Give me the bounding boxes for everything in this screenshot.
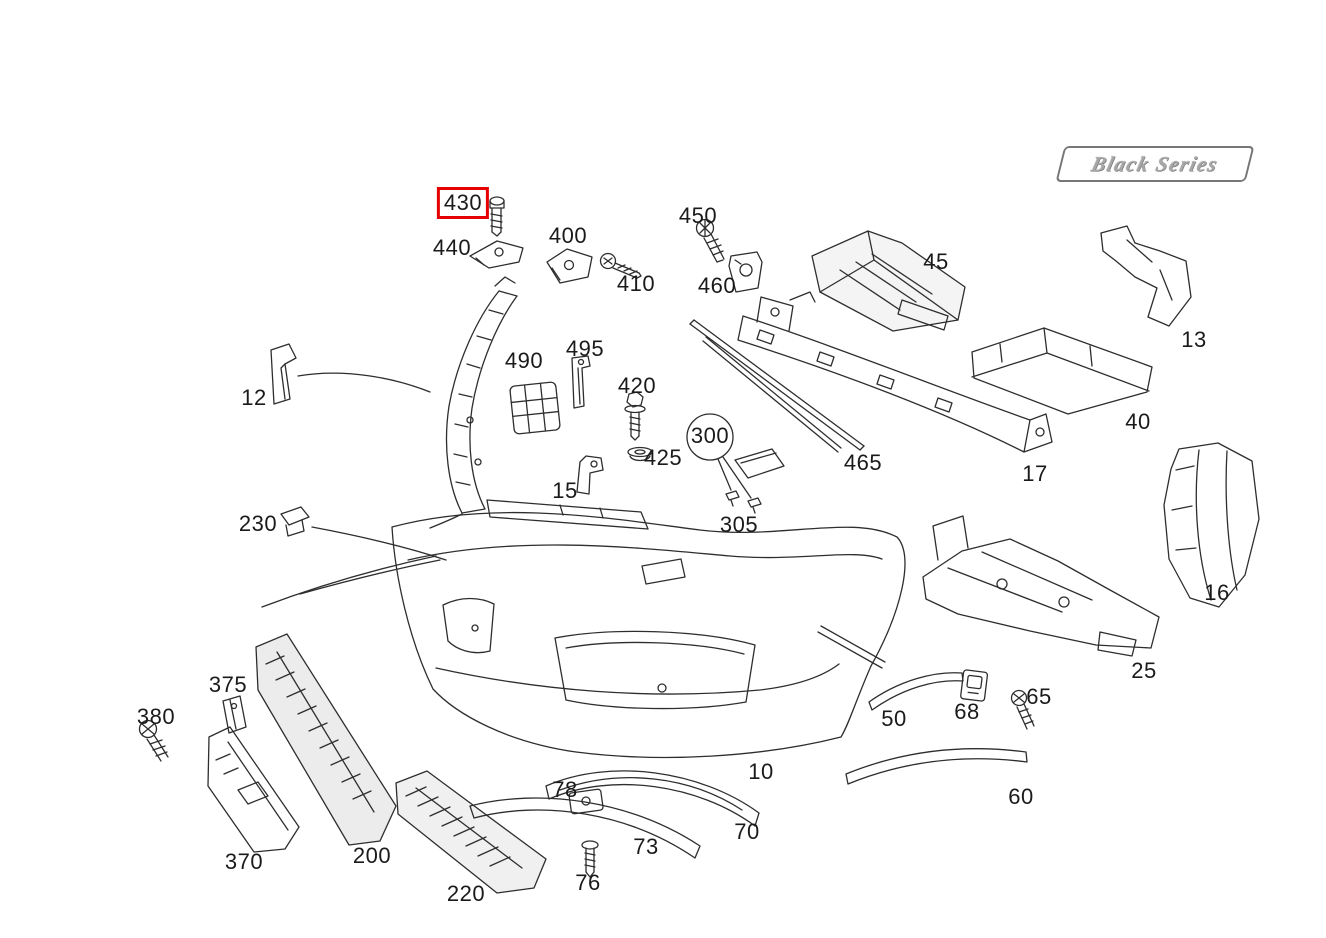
part-label-45[interactable]: 45 xyxy=(923,249,949,274)
part-40-absorber-drawing xyxy=(971,327,1153,415)
part-15-bracket-drawing xyxy=(576,455,604,495)
part-label-300[interactable]: 300 xyxy=(690,423,730,448)
part-430-screw-drawing xyxy=(489,196,505,237)
part-label-25[interactable]: 25 xyxy=(1131,658,1157,683)
part-label-220[interactable]: 220 xyxy=(446,881,486,906)
part-60-strip-drawing xyxy=(845,748,1028,785)
part-13-bracket-drawing xyxy=(1100,225,1192,327)
part-460-plate-drawing xyxy=(728,251,763,293)
part-465-rod-drawing xyxy=(689,319,865,453)
part-label-17[interactable]: 17 xyxy=(1022,461,1048,486)
part-380-screw-drawing xyxy=(138,719,169,762)
part-label-465[interactable]: 465 xyxy=(843,450,883,475)
part-65-screw-drawing xyxy=(1010,689,1035,730)
part-label-10[interactable]: 10 xyxy=(748,759,774,784)
part-label-460[interactable]: 460 xyxy=(697,273,737,298)
part-label-380[interactable]: 380 xyxy=(136,704,176,729)
part-label-13[interactable]: 13 xyxy=(1181,327,1207,352)
part-10-bumper-cover-drawing xyxy=(391,511,906,759)
part-label-400[interactable]: 400 xyxy=(548,223,588,248)
part-490-module-drawing xyxy=(509,381,561,435)
part-400-bracket-drawing xyxy=(546,248,593,284)
bumper-center-frame-drawing xyxy=(445,276,649,530)
part-410-screw-drawing xyxy=(599,252,642,279)
part-label-73[interactable]: 73 xyxy=(633,834,659,859)
part-12-bracket-drawing xyxy=(270,343,431,405)
part-78-bracket-drawing xyxy=(568,788,604,815)
part-label-440[interactable]: 440 xyxy=(432,235,472,260)
part-label-450[interactable]: 450 xyxy=(678,203,718,228)
part-label-15[interactable]: 15 xyxy=(552,478,578,503)
part-label-375[interactable]: 375 xyxy=(208,672,248,697)
part-label-65[interactable]: 65 xyxy=(1026,684,1052,709)
part-label-370[interactable]: 370 xyxy=(224,849,264,874)
part-label-410[interactable]: 410 xyxy=(616,271,656,296)
part-17-crossmember-drawing xyxy=(737,291,1053,453)
part-label-200[interactable]: 200 xyxy=(352,843,392,868)
part-label-68[interactable]: 68 xyxy=(954,699,980,724)
part-425-grommet-drawing xyxy=(627,446,653,462)
part-370-trim-drawing xyxy=(207,726,300,853)
part-label-50[interactable]: 50 xyxy=(881,706,907,731)
part-label-305[interactable]: 305 xyxy=(719,512,759,537)
part-label-490[interactable]: 490 xyxy=(504,348,544,373)
part-label-420[interactable]: 420 xyxy=(617,373,657,398)
part-16-side-bracket-drawing xyxy=(1163,442,1260,608)
part-label-70[interactable]: 70 xyxy=(734,819,760,844)
part-200-trim-drawing xyxy=(255,555,441,846)
part-375-bracket-drawing xyxy=(222,695,247,734)
part-label-76[interactable]: 76 xyxy=(575,870,601,895)
part-label-425[interactable]: 425 xyxy=(643,445,683,470)
part-25-bracket-drawing xyxy=(922,515,1160,657)
part-450-screw-drawing xyxy=(695,218,725,263)
part-label-60[interactable]: 60 xyxy=(1008,784,1034,809)
part-73-lip-drawing xyxy=(469,797,701,859)
part-label-430[interactable]: 430 xyxy=(436,187,490,219)
part-68-clip-drawing xyxy=(960,669,989,702)
part-440-bracket-drawing xyxy=(469,240,524,269)
part-label-12[interactable]: 12 xyxy=(241,385,267,410)
part-label-495[interactable]: 495 xyxy=(565,336,605,361)
part-label-40[interactable]: 40 xyxy=(1125,409,1151,434)
part-495-strip-drawing xyxy=(571,355,591,409)
part-420-screw-drawing xyxy=(624,391,646,441)
part-label-230[interactable]: 230 xyxy=(238,511,278,536)
part-76-screw-drawing xyxy=(581,840,599,878)
part-45-duct-drawing xyxy=(811,230,966,332)
part-220-grille-drawing xyxy=(395,770,547,894)
part-70-lip-drawing xyxy=(545,770,760,827)
part-300-washer-cover-drawing xyxy=(686,413,785,514)
part-label-16[interactable]: 16 xyxy=(1204,580,1230,605)
part-label-78[interactable]: 78 xyxy=(552,777,578,802)
